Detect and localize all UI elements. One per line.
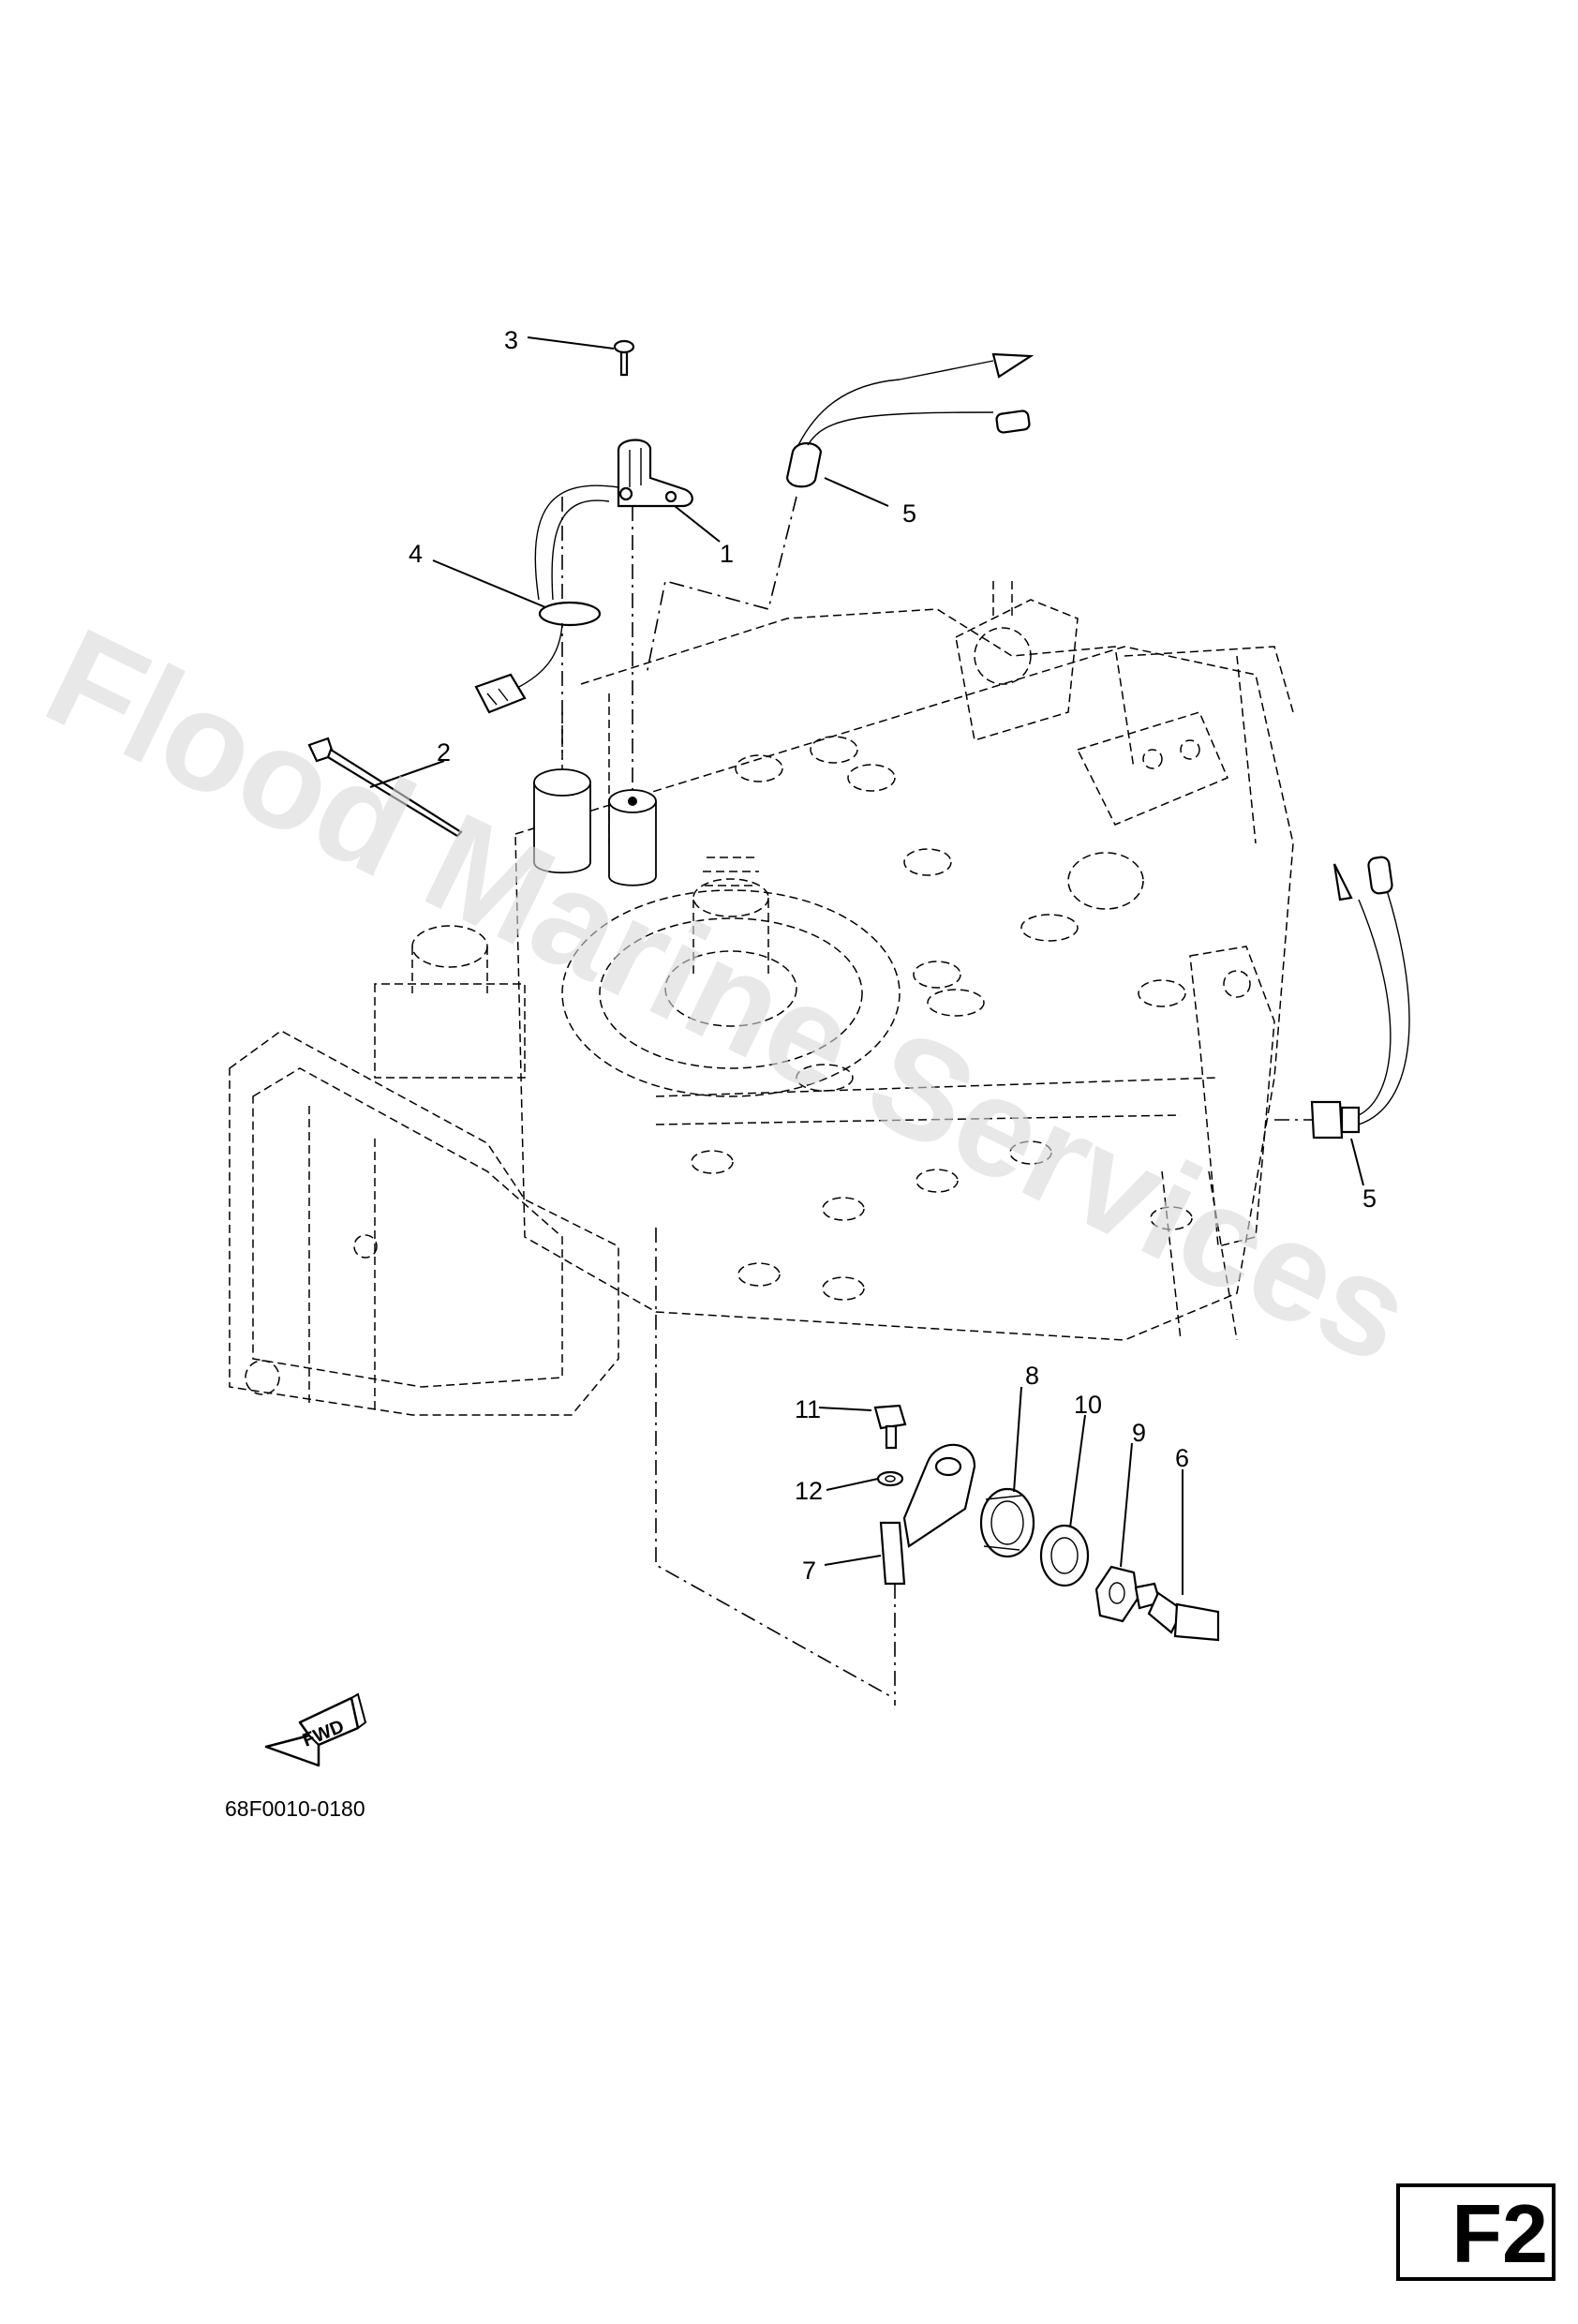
page-id: F2	[1451, 2187, 1548, 2280]
part-1-clamp[interactable]	[617, 439, 693, 508]
callout-4: 4	[409, 540, 423, 568]
part-3-screw[interactable]	[613, 339, 635, 377]
page-id-box: F2	[1396, 2183, 1556, 2281]
callout-8: 8	[1025, 1362, 1039, 1390]
callout-5-right: 5	[1362, 1184, 1377, 1213]
callout-11: 11	[795, 1395, 821, 1423]
part-5-sensor-top[interactable]	[785, 352, 1035, 488]
part-6-temperature-sensor[interactable]	[1134, 1582, 1220, 1642]
part-4-wire-band[interactable]	[474, 484, 619, 714]
mounting-bosses	[533, 768, 657, 886]
leader-lines	[369, 336, 1364, 1595]
part-7-bracket[interactable]	[879, 1443, 976, 1586]
part-11-bolt[interactable]	[873, 1404, 907, 1450]
part-8-grommet[interactable]	[979, 1487, 1035, 1558]
fwd-arrow-icon: FWD	[264, 1692, 367, 1767]
callout-12: 12	[795, 1477, 823, 1505]
callout-1: 1	[720, 540, 734, 568]
engine-block-outline	[229, 581, 1294, 1416]
part-5-sensor-right[interactable]	[1310, 856, 1410, 1140]
part-9-nut[interactable]	[1094, 1565, 1139, 1623]
part-12-washer[interactable]	[876, 1470, 904, 1487]
part-10-washer[interactable]	[1039, 1524, 1090, 1587]
callout-9: 9	[1132, 1419, 1146, 1447]
callout-10: 10	[1074, 1391, 1102, 1419]
watermark: Flood Marine Services	[24, 598, 1435, 1393]
callout-5-top: 5	[902, 499, 916, 528]
callout-7: 7	[802, 1557, 816, 1585]
part-2-cable-tie[interactable]	[307, 737, 463, 838]
callout-6: 6	[1175, 1444, 1189, 1472]
callout-3: 3	[504, 326, 518, 354]
callouts: 1 2 3 4 5 5 6 7 8 9 10 11 12	[409, 326, 1377, 1585]
callout-2: 2	[437, 738, 451, 767]
drawing-code: 68F0010-0180	[225, 1796, 365, 1821]
